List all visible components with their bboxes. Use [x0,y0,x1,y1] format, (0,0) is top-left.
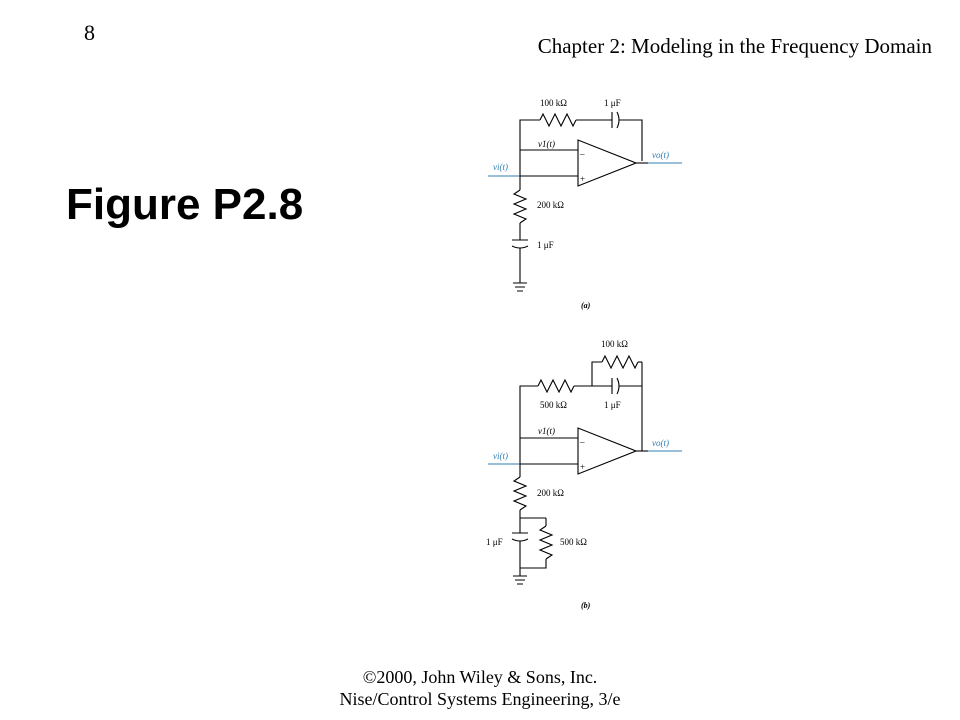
caption-b: (b) [581,601,591,610]
label-vi-b: vi(t) [493,451,508,461]
label-resistor-200k-b: 200 kΩ [537,488,564,498]
label-vi-a: vi(t) [493,162,508,172]
capacitor-1uf-ground-a [511,239,529,249]
op-amp-b [577,427,638,475]
label-vo-a: vo(t) [652,150,669,160]
minus-sign-b: – [579,437,585,447]
ground-icon-b [513,575,527,585]
resistor-100k-a [539,112,577,128]
resistor-100k-b [601,354,639,370]
capacitor-1uf-ground-b [511,532,529,542]
footer-book: Nise/Control Systems Engineering, 3/e [339,689,621,709]
resistor-200k-b [512,476,528,511]
circuit-b: 100 kΩ 500 kΩ 1 μF v1(t) – + vi(t) vo(t)… [486,339,682,610]
label-v1-b: v1(t) [538,426,555,436]
footer: ©2000, John Wiley & Sons, Inc. Nise/Cont… [0,666,960,710]
plus-sign-b: + [580,462,585,472]
feedback-left-wire-a [519,119,540,150]
resistor-500k-ground-b [538,525,554,560]
plus-sign-a: + [580,174,585,184]
label-resistor-500k-b: 500 kΩ [540,400,567,410]
feedback-left-wire-b [519,385,538,438]
footer-copyright: ©2000, John Wiley & Sons, Inc. [362,667,598,687]
capacitor-1uf-a [611,111,620,129]
chapter-title: Chapter 2: Modeling in the Frequency Dom… [537,34,932,58]
resistor-500k-b [537,378,575,394]
label-capacitor-1uf-a: 1 μF [604,98,621,108]
label-resistor-200k-a: 200 kΩ [537,200,564,210]
op-amp-a [577,139,638,187]
capacitor-1uf-b [611,377,620,395]
label-vo-b: vo(t) [652,438,669,448]
caption-a: (a) [581,301,591,310]
label-resistor-100k-b: 100 kΩ [601,339,628,349]
ground-icon-a [513,282,527,292]
label-capacitor-1uf-b: 1 μF [604,400,621,410]
label-capacitor-ground-a: 1 μF [537,240,554,250]
label-resistor-100k-a: 100 kΩ [540,98,567,108]
label-capacitor-ground-b: 1 μF [486,537,503,547]
resistor-200k-a [512,189,528,224]
minus-sign-a: – [579,149,585,159]
figure-title: Figure P2.8 [66,180,304,229]
page-number: 8 [84,20,95,45]
label-resistor-500k-ground-b: 500 kΩ [560,537,587,547]
label-v1-a: v1(t) [538,139,555,149]
circuit-a: 100 kΩ 1 μF v1(t) – + vi(t) vo(t) 200 kΩ… [488,98,682,310]
